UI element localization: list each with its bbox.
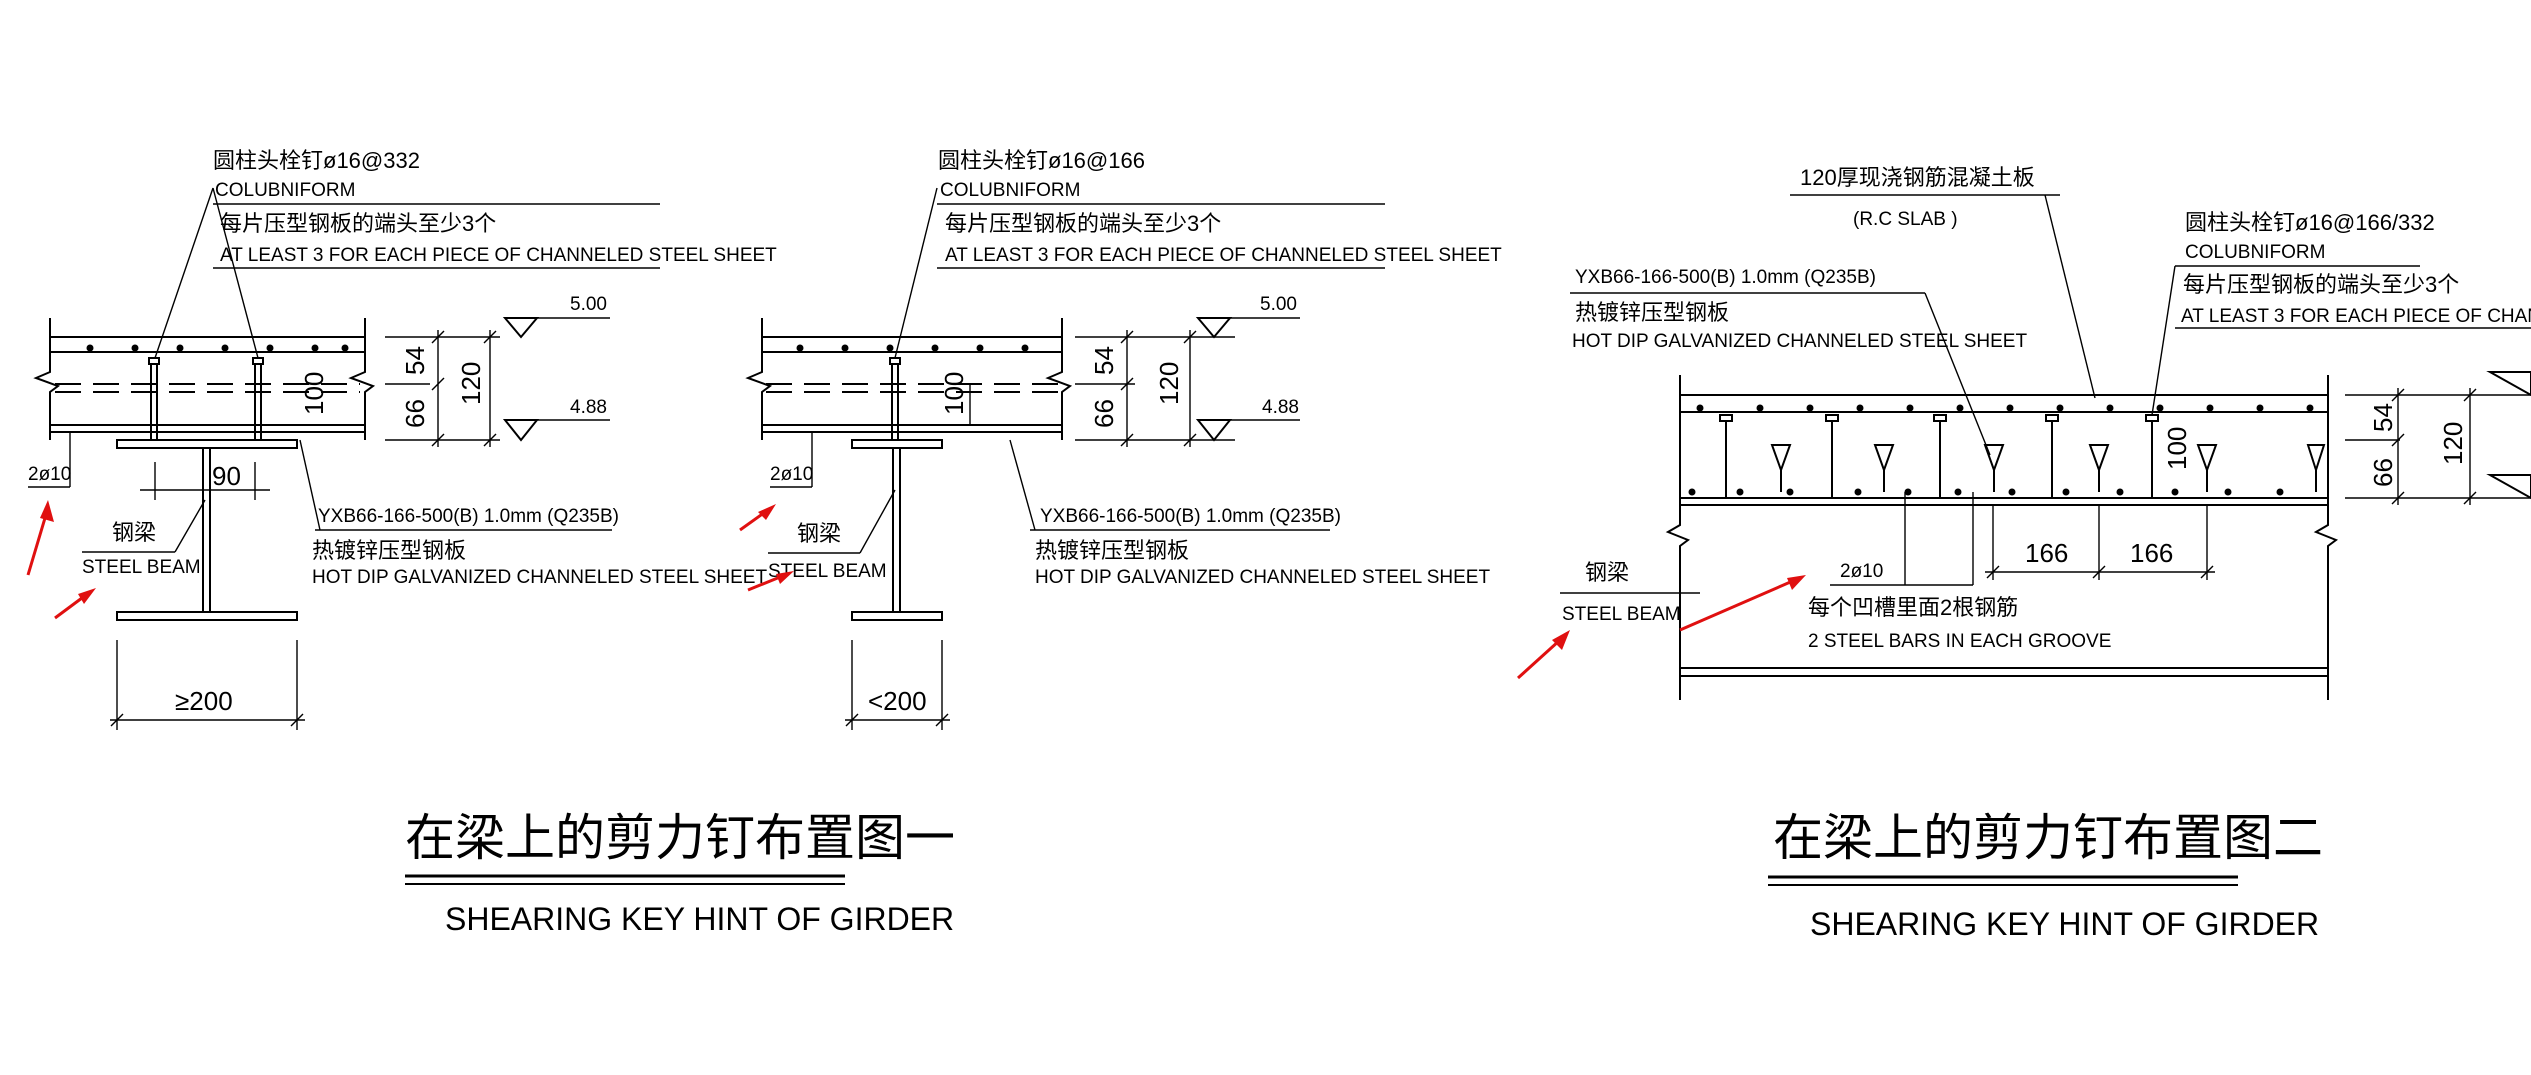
sheet-spec: YXB66-166-500(B) 1.0mm (Q235B)	[1040, 506, 1341, 527]
dim-120: 120	[456, 362, 486, 405]
title-en: SHEARING KEY HINT OF GIRDER	[1810, 906, 2319, 942]
stud-label-en: COLUBNIFORM	[215, 180, 355, 201]
elev-top: 5.00	[570, 294, 607, 315]
stud-label: 圆柱头栓钉ø16@166	[938, 148, 1145, 173]
beam-en: STEEL BEAM	[1562, 604, 1681, 625]
elev-top: 5.00	[1260, 294, 1297, 315]
least-en: AT LEAST 3 FOR EACH PIECE OF CHANNELED S…	[220, 245, 777, 266]
dim-166a: 166	[2025, 538, 2068, 568]
dim-100: 100	[299, 372, 329, 415]
dim-54: 54	[400, 346, 430, 375]
width-dim: ≥200	[175, 686, 233, 716]
annotation-arrow	[1516, 575, 1806, 680]
least-en: AT LEAST 3 FOR EACH PIECE OF CHANNELED S…	[945, 245, 1502, 266]
dim-100: 100	[2162, 427, 2192, 470]
bar-label: 2ø10	[1840, 561, 1883, 582]
dim-54: 54	[2368, 403, 2398, 432]
dim-66: 66	[2368, 458, 2398, 487]
shear-stud	[1719, 414, 2159, 498]
sheet-en: HOT DIP GALVANIZED CHANNELED STEEL SHEET	[1035, 567, 1490, 588]
beam-en: STEEL BEAM	[768, 561, 887, 582]
sheet-cn: 热镀锌压型钢板	[312, 538, 466, 563]
shear-stud	[889, 357, 901, 440]
stud-label-en: COLUBNIFORM	[2185, 242, 2325, 263]
title-cn: 在梁上的剪力钉布置图二	[1773, 810, 2323, 866]
dim-90: 90	[212, 461, 241, 491]
top-rebar-dots	[796, 344, 1029, 352]
least-cn: 每片压型钢板的端头至少3个	[2183, 272, 2459, 297]
sheet-spec: YXB66-166-500(B) 1.0mm (Q235B)	[1575, 267, 1876, 288]
groove-en: 2 STEEL BARS IN EACH GROOVE	[1808, 631, 2111, 652]
sheet-cn: 热镀锌压型钢板	[1035, 538, 1189, 563]
least-cn: 每片压型钢板的端头至少3个	[220, 211, 496, 236]
drawing-2: 圆柱头栓钉ø16@166 COLUBNIFORM 每片压型钢板的端头至少3个 A…	[739, 148, 1502, 730]
shear-stud	[148, 357, 264, 440]
stud-label: 圆柱头栓钉ø16@166/332	[2185, 210, 2435, 235]
elev-bot: 4.88	[570, 397, 607, 418]
beam-cn: 钢梁	[797, 521, 841, 546]
title-en: SHEARING KEY HINT OF GIRDER	[445, 901, 954, 937]
dim-66: 66	[400, 399, 430, 428]
dim-66: 66	[1089, 399, 1119, 428]
sheet-spec: YXB66-166-500(B) 1.0mm (Q235B)	[318, 506, 619, 527]
annotation-arrow	[26, 500, 96, 620]
top-rebar-dots	[86, 344, 349, 352]
steel-beam-section	[116, 439, 298, 621]
least-en: AT LEAST 3 FOR EACH PIECE OF CHANNELED S…	[2181, 306, 2531, 327]
stud-label: 圆柱头栓钉ø16@332	[213, 148, 420, 173]
sheet-en: HOT DIP GALVANIZED CHANNELED STEEL SHEET	[1572, 331, 2027, 352]
dim-120: 120	[2438, 422, 2468, 465]
bar-label: 2ø10	[28, 464, 71, 485]
dim-120: 120	[1154, 362, 1184, 405]
elev-bot: 4.88	[1262, 397, 1299, 418]
dim-100: 100	[939, 372, 969, 415]
drawing-3: 120厚现浇钢筋混凝土板 (R.C SLAB ) YXB66-166-500(B…	[1516, 165, 2531, 942]
least-cn: 每片压型钢板的端头至少3个	[945, 211, 1221, 236]
groove-cn: 每个凹槽里面2根钢筋	[1808, 595, 2018, 620]
steel-beam-section	[851, 439, 943, 621]
slab-cn: 120厚现浇钢筋混凝土板	[1800, 165, 2035, 190]
sheet-cn: 热镀锌压型钢板	[1575, 300, 1729, 325]
bar-label: 2ø10	[770, 464, 813, 485]
beam-cn: 钢梁	[112, 520, 156, 545]
slab-en: (R.C SLAB )	[1853, 209, 1958, 230]
sheet-en: HOT DIP GALVANIZED CHANNELED STEEL SHEET	[312, 567, 767, 588]
dim-54: 54	[1089, 346, 1119, 375]
stud-label-en: COLUBNIFORM	[940, 180, 1080, 201]
beam-en: STEEL BEAM	[82, 557, 201, 578]
top-rebar-dots	[1696, 404, 2314, 412]
beam-cn: 钢梁	[1585, 560, 1629, 585]
deck-rib-marks	[1770, 444, 2326, 492]
drawing-1: 圆柱头栓钉ø16@332 COLUBNIFORM 每片压型钢板的端头至少3个 A…	[26, 148, 955, 937]
title-cn: 在梁上的剪力钉布置图一	[405, 810, 955, 866]
bottom-rebar-dots	[1688, 488, 2284, 496]
annotation-arrow	[739, 504, 794, 592]
width-dim: <200	[868, 686, 927, 716]
dim-166b: 166	[2130, 538, 2173, 568]
